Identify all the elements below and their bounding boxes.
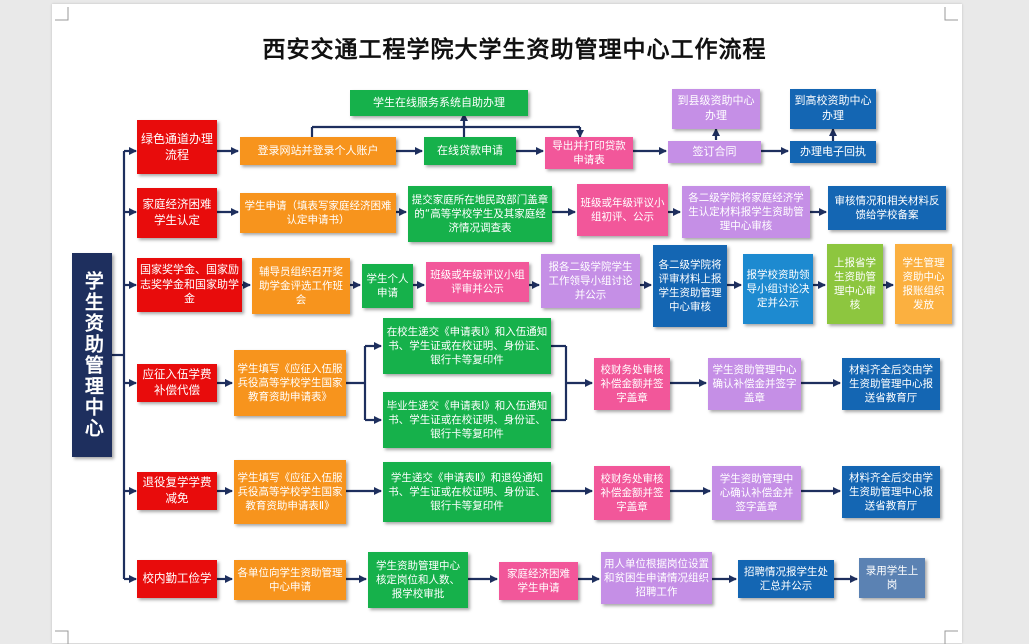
step-fill-form-one: 学生填写《应征入伍服兵役高等学校学生国家教育资助申请表》 (234, 350, 346, 416)
step-submit-survey-form: 提交家庭所在地民政部门盖章的“高等学校学生及其家庭经济情况调查表 (408, 186, 552, 242)
row-label-green-channel: 绿色通道办理流程 (137, 120, 217, 174)
step-current-student-submit: 在校生递交《申请表Ⅰ》和入伍通知书、学生证或在校证明、身份证、银行卡等复印件 (383, 318, 551, 374)
corner-mark-bottom-left (55, 630, 69, 644)
step-unit-apply: 各单位向学生资助管理中心申请 (234, 560, 346, 600)
step-hire-students: 录用学生上岗 (859, 558, 925, 598)
step-aid-center-confirm-retired: 学生资助管理中心确认补偿金并签字盖章 (712, 466, 801, 520)
row-label-retired-tuition-waiver: 退役复学学费减免 (137, 472, 217, 510)
step-approve-positions: 学生资助管理中心核定岗位和人数、报学校审批 (368, 552, 468, 608)
step-organize-recruitment: 用人单位根据岗位设置和贫困生申请情况组织招聘工作 (601, 552, 712, 604)
step-needy-student-apply: 家庭经济困难学生申请 (499, 562, 578, 600)
step-individual-apply: 学生个人申请 (362, 264, 413, 308)
step-submit-education-dept: 材料齐全后交由学生资助管理中心报送省教育厅 (842, 358, 940, 410)
step-aid-center-confirm: 学生资助管理中心确认补偿金并签字盖章 (708, 358, 801, 410)
row-label-national-scholarships: 国家奖学金、国家励志奖学金和国家助学金 (137, 258, 242, 312)
center-box-student-aid: 学生资助管理中心 (72, 253, 112, 457)
step-graduate-submit: 毕业生递交《申请表Ⅰ》和入伍通知书、学生证或在校证明、身份证、银行卡等复印件 (383, 392, 551, 448)
step-finance-review-retired: 校财务处审核补偿金额并签字盖章 (594, 466, 670, 520)
step-print-loan-form: 导出并打印贷款申请表 (545, 137, 633, 169)
step-login-account: 登录网站并登录个人账户 (240, 137, 396, 165)
row-label-difficulty-recognition: 家庭经济困难学生认定 (137, 188, 217, 238)
step-college-aid-center: 到高校资助中心办理 (790, 89, 876, 129)
corner-mark-top-left (55, 7, 69, 21)
step-submit-education-dept-retired: 材料齐全后交由学生资助管理中心报送省教育厅 (842, 466, 940, 518)
step-class-review: 班级或年级评议小组评审并公示 (426, 262, 529, 302)
row-label-enlistment-compensation: 应征入伍学费补偿代偿 (137, 364, 217, 402)
step-college-leadership-review: 报各二级学院学生工作领导小组讨论并公示 (541, 254, 640, 308)
row-label-work-study: 校内勤工俭学 (137, 560, 217, 598)
step-class-review-publicize: 班级或年级评议小组初评、公示 (577, 184, 668, 236)
step-report-publicize: 招聘情况报学生处汇总并公示 (738, 560, 834, 598)
step-online-loan-apply: 在线贷款申请 (424, 137, 516, 165)
step-sign-contract: 签订合同 (668, 141, 761, 163)
corner-mark-bottom-right (944, 630, 958, 644)
step-county-aid-center: 到县级资助中心办理 (672, 89, 760, 129)
step-school-leadership-decide: 报学校资助领导小组讨论决定并公示 (743, 254, 813, 324)
step-submit-form-two: 学生递交《申请表Ⅱ》和退役通知书、学生证或在校证明、身份证、银行卡等复印件 (383, 462, 551, 522)
step-online-service: 学生在线服务系统自助办理 (350, 90, 528, 116)
step-provincial-review: 上报省学生资助管理中心审核 (827, 244, 883, 324)
step-college-submit-materials: 各二级学院将家庭经济学生认定材料报学生资助管理中心审核 (682, 186, 810, 238)
step-student-application: 学生申请（填表写家庭经济困难认定申请书） (240, 193, 396, 233)
page-title: 西安交通工程学院大学生资助管理中心工作流程 (262, 37, 767, 63)
step-counselor-meeting: 辅导员组织召开奖助学金评选工作班会 (252, 258, 350, 314)
step-finance-review: 校财务处审核补偿金额并签字盖章 (594, 358, 670, 410)
step-electronic-receipt: 办理电子回执 (790, 141, 876, 163)
step-fill-form-two: 学生填写《应征入伍服兵役高等学校学生国家教育资助申请表Ⅱ》 (234, 460, 346, 524)
step-college-report-review: 各二级学院将评审材料上报学生资助管理中心审核 (653, 245, 727, 327)
step-issue-funds: 学生管理资助中心报账组织发放 (895, 244, 952, 324)
corner-mark-top-right (944, 7, 958, 21)
step-feedback-records: 审核情况和相关材料反馈给学校备案 (828, 186, 946, 230)
